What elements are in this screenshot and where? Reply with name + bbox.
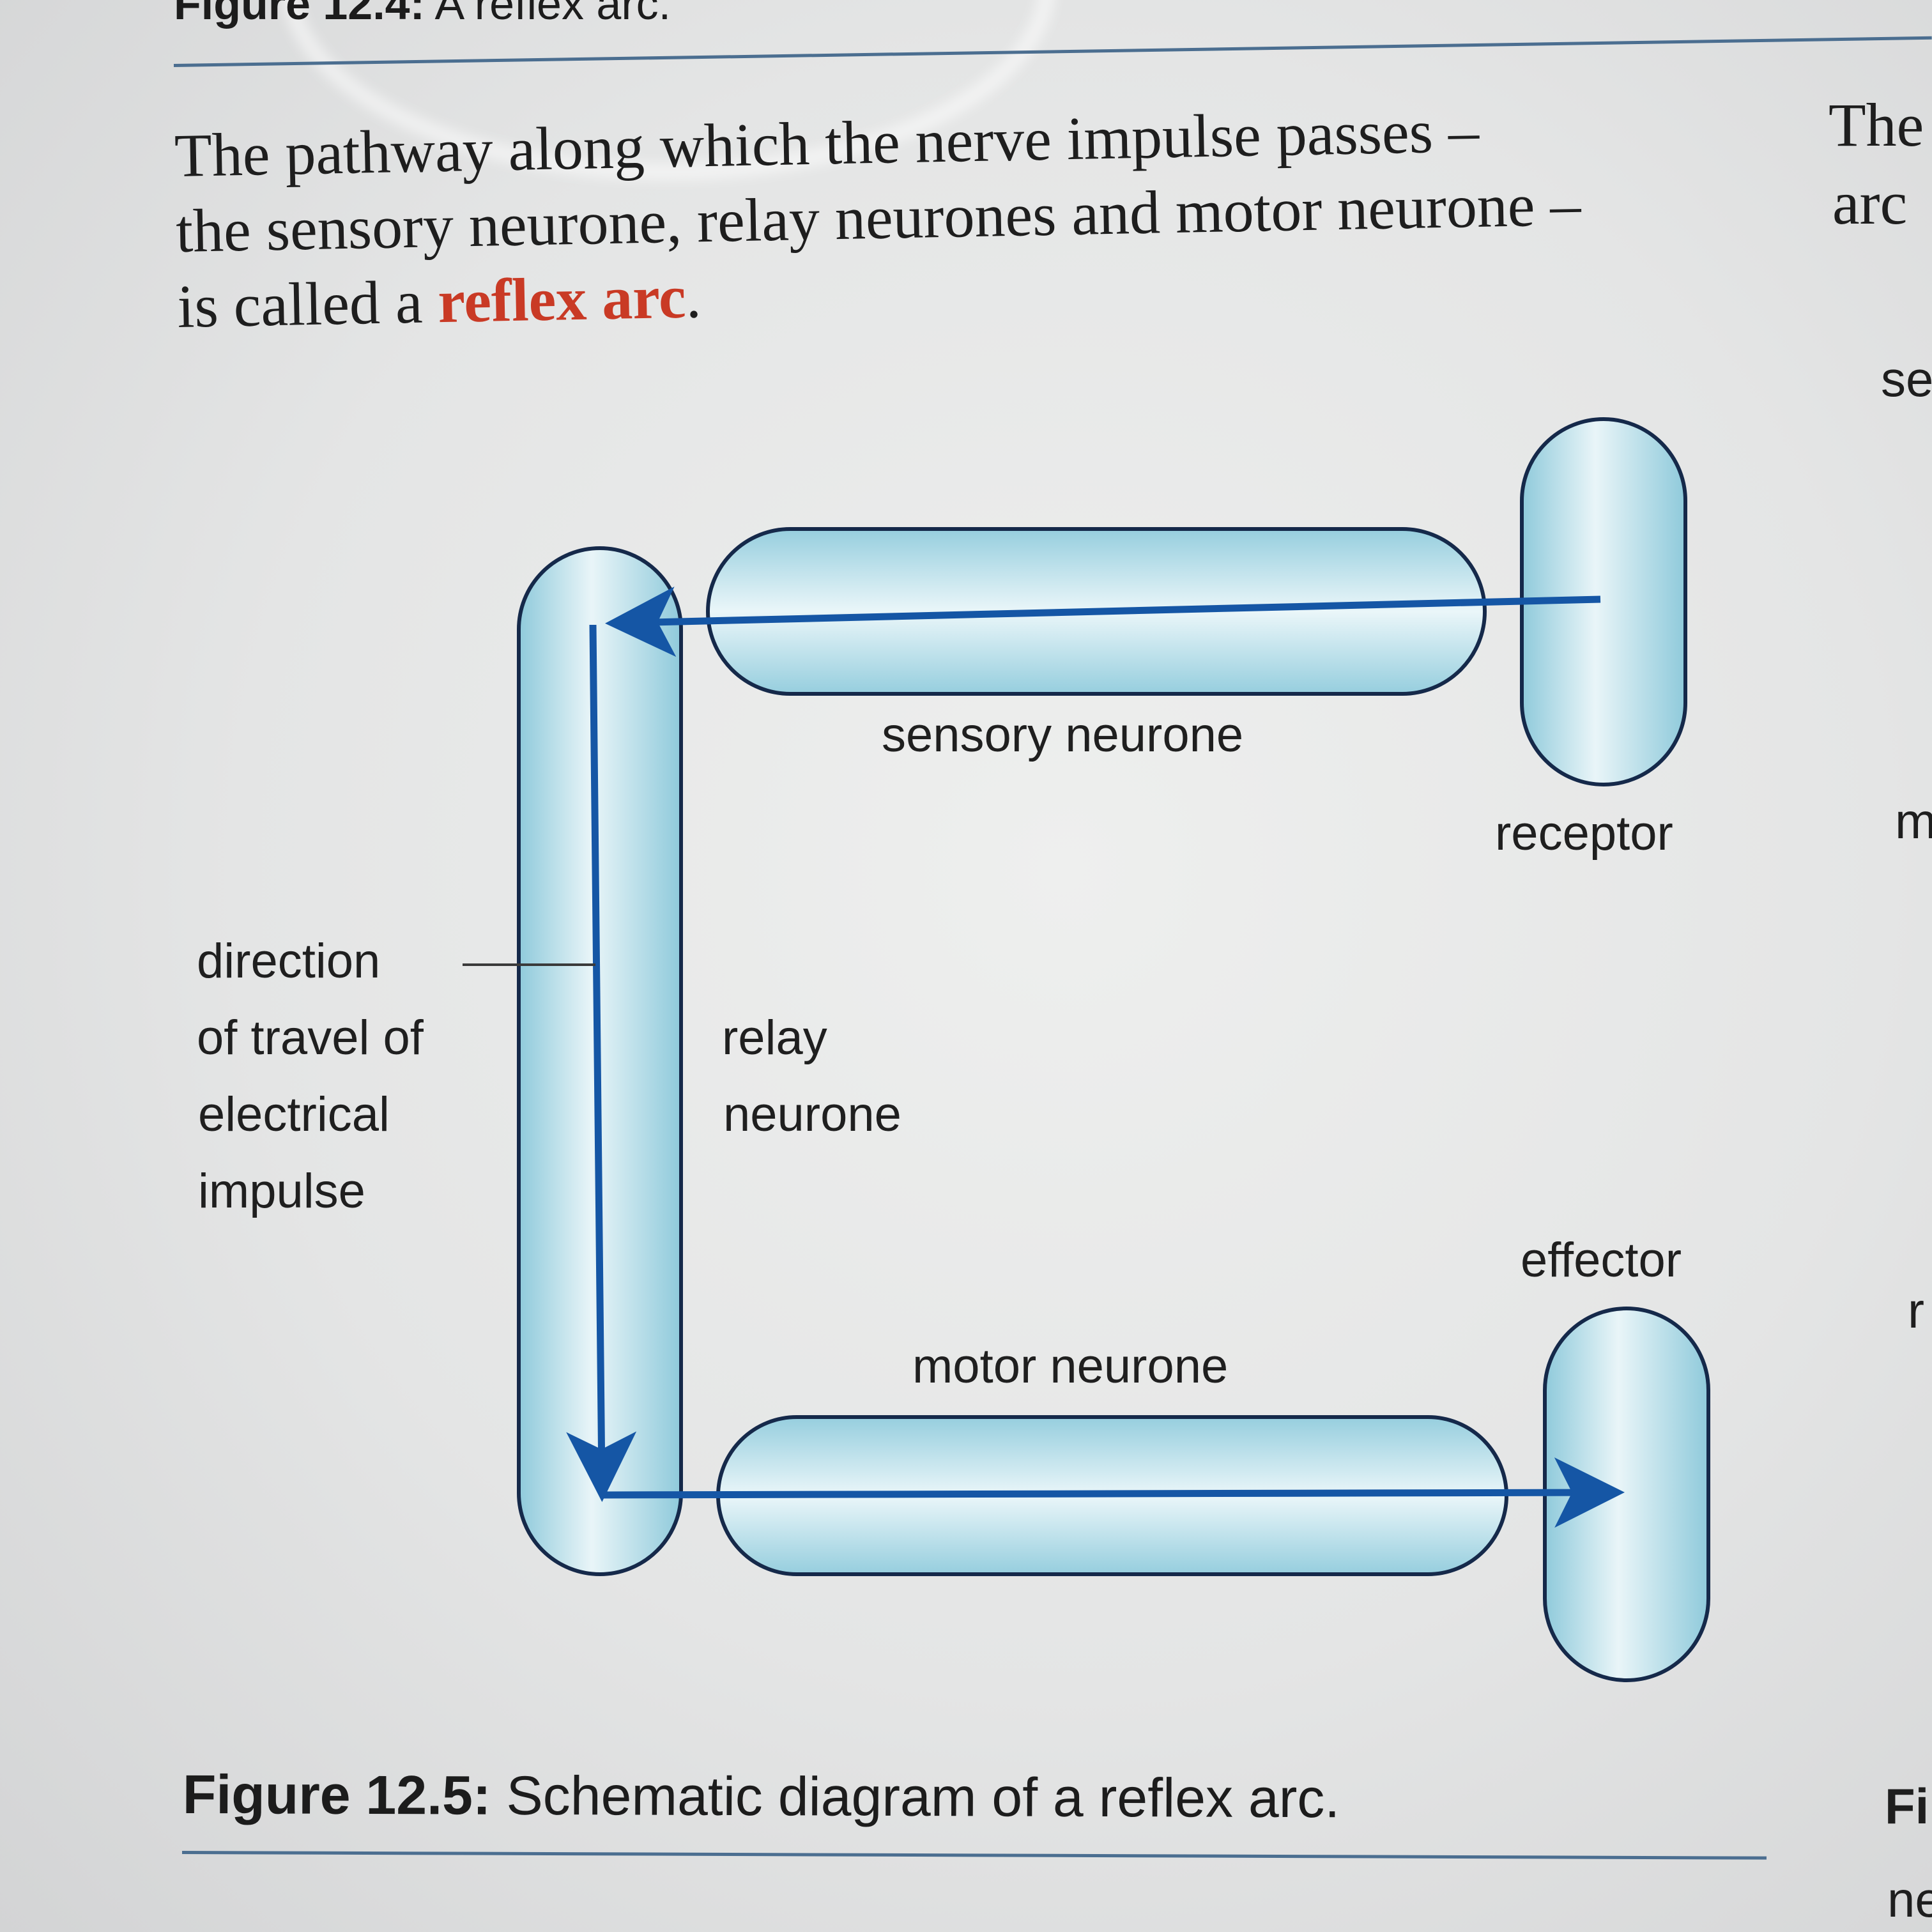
figure-caption-text: Schematic diagram of a reflex arc.	[491, 1765, 1340, 1830]
label-motor-neurone: motor neurone	[912, 1339, 1228, 1393]
side-column-text-1: The	[1828, 91, 1924, 159]
label-direction-line-4: impulse	[198, 1164, 365, 1218]
label-sensory-neurone: sensory neurone	[882, 708, 1243, 762]
previous-figure-title: A reflex arc.	[434, 0, 671, 29]
label-relay-neurone-line-1: relay	[722, 1011, 827, 1065]
side-column-text-7: ne	[1887, 1871, 1932, 1928]
side-column-text-5: r	[1908, 1282, 1924, 1338]
side-column-text-6: Fi	[1885, 1778, 1929, 1834]
side-column-text-4: m	[1895, 793, 1932, 849]
previous-figure-caption: Figure 12.4: A reflex arc.	[174, 0, 671, 29]
impulse-arrow-sensory	[605, 586, 1601, 657]
side-column-text-3: se	[1881, 351, 1932, 407]
label-effector: effector	[1521, 1233, 1682, 1287]
figure-caption: Figure 12.5: Schematic diagram of a refl…	[183, 1763, 1340, 1830]
previous-figure-number: Figure 12.4:	[174, 0, 425, 29]
label-direction-line-3: electrical	[198, 1087, 390, 1142]
label-direction-line-1: direction	[197, 934, 380, 988]
side-column-text-2: arc	[1832, 169, 1908, 237]
label-relay-neurone-line-2: neurone	[723, 1087, 901, 1142]
label-receptor: receptor	[1495, 806, 1673, 861]
impulse-arrow-relay	[566, 624, 637, 1502]
impulse-arrow-motor	[601, 1457, 1625, 1528]
label-direction-line-2: of travel of	[197, 1011, 424, 1065]
figure-caption-number: Figure 12.5:	[182, 1764, 491, 1827]
